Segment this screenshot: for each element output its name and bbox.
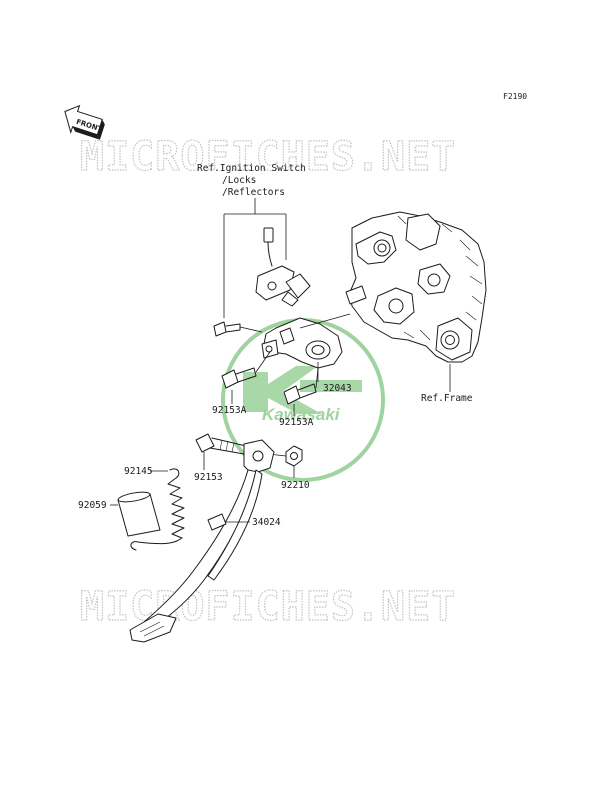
ref-note-line1: Ref.Ignition Switch xyxy=(197,163,306,174)
bolt-92153a-lower xyxy=(283,367,319,405)
kawasaki-logo-icon: Kawasaki xyxy=(221,318,385,482)
side-stand-switch xyxy=(255,227,311,307)
ref-bracket-line xyxy=(223,198,287,318)
label-92210: 92210 xyxy=(281,480,310,491)
label-92059: 92059 xyxy=(78,500,107,511)
bolt-92153a-upper xyxy=(221,351,271,389)
label-92153: 92153 xyxy=(194,472,223,483)
spring-sleeve xyxy=(110,491,161,537)
screw xyxy=(213,321,263,337)
label-34024: 34024 xyxy=(252,517,281,528)
label-92153a-upper: 92153A xyxy=(212,405,247,416)
stand-spring xyxy=(130,468,185,551)
side-stand xyxy=(129,439,275,643)
bolt-92153 xyxy=(195,433,247,455)
label-32043: 32043 xyxy=(323,383,352,394)
stand-bracket xyxy=(261,313,351,369)
frame-section xyxy=(345,211,487,363)
label-92145: 92145 xyxy=(124,466,153,477)
watermark-bottom: MICROFICHES.NET xyxy=(80,584,456,630)
kawasaki-brand-text: Kawasaki xyxy=(262,405,341,424)
watermark-top: MICROFICHES.NET xyxy=(80,134,456,180)
label-92153a-lower: 92153A xyxy=(279,417,314,428)
nut-92210 xyxy=(267,445,303,467)
front-arrow-icon: FRONT xyxy=(64,104,105,140)
ref-frame-label: Ref.Frame xyxy=(421,393,473,404)
figure-code: F2190 xyxy=(503,92,527,101)
ref-note-line3: /Reflectors xyxy=(222,187,285,198)
ref-note-line2: /Locks xyxy=(222,175,256,186)
